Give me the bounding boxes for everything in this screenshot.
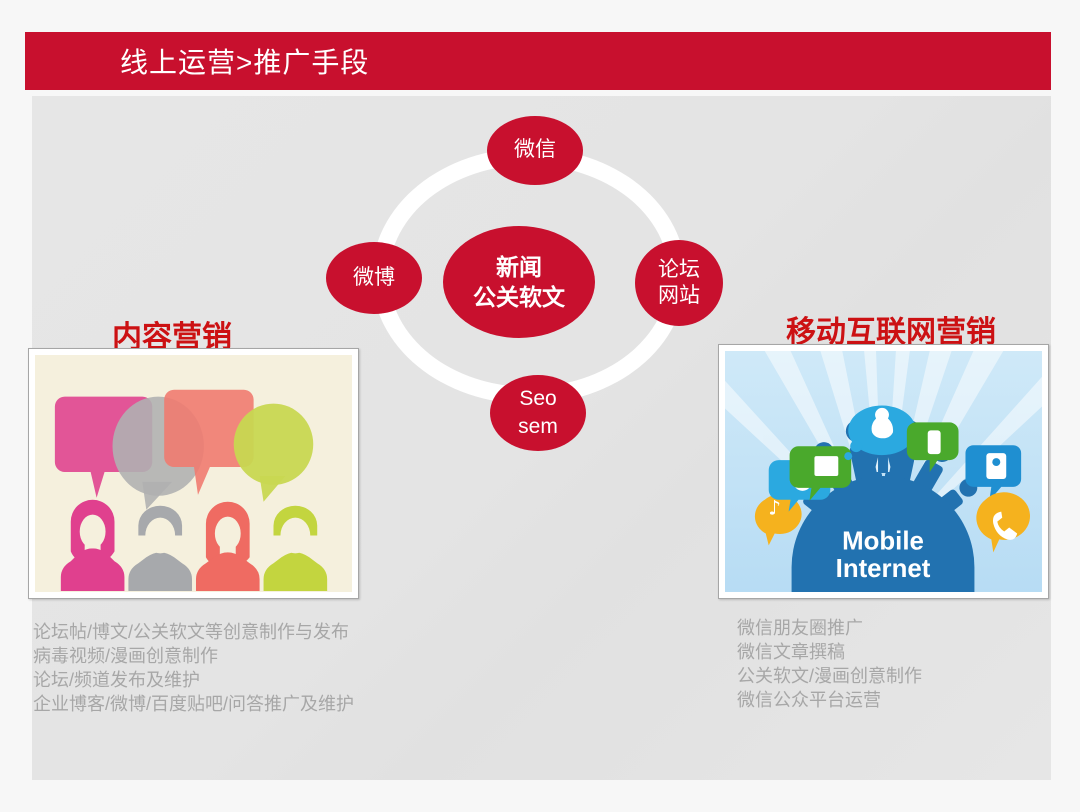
header-bar: 线上运营>推广手段 [25,32,1051,90]
internet-label: Internet [836,555,931,583]
list-item: 企业博客/微博/百度贴吧/问答推广及维护 [33,694,355,714]
center-label-line2: 公关软文 [473,284,565,310]
center-label-line1: 新闻 [496,253,542,280]
list-item: 论坛帖/博文/公关软文等创意制作与发布 [33,622,350,642]
left-caption-list: 论坛帖/博文/公关软文等创意制作与发布 病毒视频/漫画创意制作 论坛/频道发布及… [33,620,354,716]
page-title: 线上运营>推广手段 [120,47,370,78]
list-item: 微信朋友圈推广 [737,618,863,638]
mobile-internet-icon: Mobile Internet ♪ [725,351,1042,592]
speech-bubbles-people-icon [35,355,352,592]
diagram-node-center-news-pr[interactable]: 新闻 公关软文 [443,226,595,338]
diagram-node-seo-sem[interactable]: Seo sem [490,375,586,451]
svg-text:♪: ♪ [768,497,781,520]
node-label: 微信 [514,138,556,162]
node-label-line2: sem [518,414,558,438]
node-label-line2: 网站 [658,284,700,307]
right-caption-list: 微信朋友圈推广 微信文章撰稿 公关软文/漫画创意制作 微信公众平台运营 [737,616,922,712]
list-item: 微信公众平台运营 [737,690,881,710]
node-label: 微博 [353,265,395,289]
diagram-node-forum-site[interactable]: 论坛 网站 [635,240,723,326]
mobile-label: Mobile [842,527,924,555]
promotion-diagram: 微信 微博 论坛 网站 Seo sem 新闻 公关软文 [326,100,730,451]
diagram-node-weibo[interactable]: 微博 [326,242,422,314]
diagram-node-wechat[interactable]: 微信 [487,116,583,185]
right-section-title: 移动互联网营销 [786,316,996,349]
right-image-frame: Mobile Internet ♪ [718,344,1049,599]
list-item: 公关软文/漫画创意制作 [737,666,922,686]
node-label-line1: 论坛 [658,257,700,281]
left-image-frame [28,348,359,599]
node-label-line1: Seo [519,387,557,411]
list-item: 病毒视频/漫画创意制作 [33,646,218,666]
list-item: 微信文章撰稿 [737,642,845,662]
list-item: 论坛/频道发布及维护 [33,670,201,690]
